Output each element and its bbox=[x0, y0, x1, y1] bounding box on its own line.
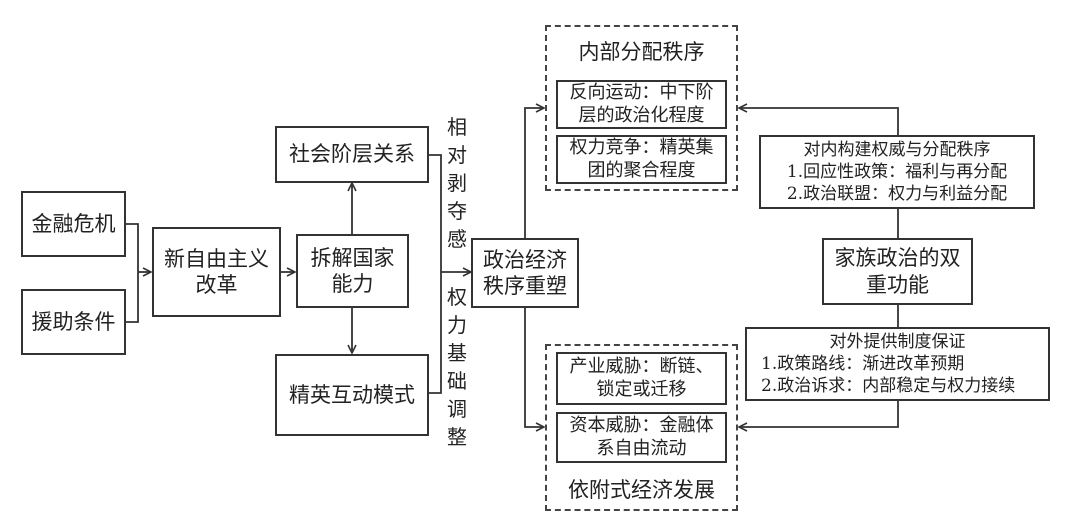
edge-social-bus bbox=[429, 154, 442, 394]
node-label-line: 反向运动：中下阶 bbox=[569, 82, 714, 103]
node-political-economic-reshaping: 政治经济 秩序重塑 bbox=[471, 238, 579, 308]
node-title: 对内构建权威与分配秩序 bbox=[803, 139, 991, 160]
node-label-line: 重功能 bbox=[866, 272, 929, 297]
node-label-line: 锁定或迁移 bbox=[596, 378, 687, 400]
node-label-line: 家族政治的双 bbox=[834, 246, 961, 271]
edge-label-relative-deprivation: 相对剥夺感 bbox=[447, 115, 467, 251]
node-label-line: 改革 bbox=[195, 273, 238, 297]
edge-internal-to-top bbox=[739, 108, 899, 135]
node-neoliberal-reform: 新自由主义 改革 bbox=[152, 227, 281, 317]
node-reverse-movement: 反向运动：中下阶 层的政治化程度 bbox=[556, 80, 727, 129]
node-line: 1.政策路线：渐进改革预期 bbox=[761, 353, 965, 374]
node-internal-authority: 对内构建权威与分配秩序 1.回应性政策：福利与再分配 2.政治联盟：权力与利益分… bbox=[759, 135, 1035, 209]
node-aid-conditions: 援助条件 bbox=[21, 289, 126, 355]
node-label-line: 产业威胁：断链、 bbox=[569, 356, 714, 377]
node-title: 对外提供制度保证 bbox=[829, 331, 966, 352]
node-industrial-threat: 产业威胁：断链、 锁定或迁移 bbox=[556, 352, 727, 405]
node-family-politics-dual-function: 家族政治的双 重功能 bbox=[822, 238, 973, 305]
group-dependent-economic-development bbox=[545, 344, 738, 511]
node-label-line: 能力 bbox=[331, 272, 374, 296]
node-label: 援助条件 bbox=[31, 309, 116, 334]
node-label: 社会阶层关系 bbox=[289, 142, 415, 167]
edge-reshaping-bottom bbox=[524, 308, 544, 427]
node-label-line: 秩序重塑 bbox=[483, 274, 567, 298]
node-label-line: 权力竞争：精英集 bbox=[569, 137, 714, 158]
node-label-line: 拆解国家 bbox=[310, 245, 395, 270]
edge-reshaping-top bbox=[524, 108, 544, 238]
node-financial-crisis: 金融危机 bbox=[21, 191, 126, 257]
node-label: 精英互动模式 bbox=[289, 382, 415, 407]
node-label-line: 资本威胁：金融体 bbox=[569, 415, 714, 436]
node-elite-interaction-mode: 精英互动模式 bbox=[275, 354, 429, 436]
node-label-line: 新自由主义 bbox=[164, 246, 269, 271]
edge-crisis bbox=[126, 223, 139, 323]
node-power-competition: 权力竞争：精英集 团的聚合程度 bbox=[556, 135, 727, 184]
node-line: 1.回应性政策：福利与再分配 bbox=[786, 161, 1008, 182]
node-capital-threat: 资本威胁：金融体 系自由流动 bbox=[556, 412, 727, 463]
node-label-line: 政治经济 bbox=[483, 247, 567, 272]
group-title: 内部分配秩序 bbox=[578, 40, 705, 64]
node-social-class-relations: 社会阶层关系 bbox=[275, 126, 429, 183]
node-external-guarantee: 对外提供制度保证 1.政策路线：渐进改革预期 2.政治诉求：内部稳定与权力接续 bbox=[745, 327, 1050, 401]
edge-label-power-base-adjustment: 权力基础调整 bbox=[447, 285, 467, 449]
node-label-line: 系自由流动 bbox=[596, 437, 687, 459]
node-label: 金融危机 bbox=[31, 211, 116, 236]
group-title: 依附式经济发展 bbox=[568, 478, 715, 502]
group-internal-distribution-order bbox=[545, 25, 738, 191]
node-label-line: 团的聚合程度 bbox=[587, 159, 696, 181]
node-label-line: 层的政治化程度 bbox=[578, 104, 705, 126]
node-dismantle-state-capacity: 拆解国家 能力 bbox=[296, 234, 409, 308]
node-line: 2.政治诉求：内部稳定与权力接续 bbox=[761, 376, 1016, 397]
edge-external-to-bottom bbox=[739, 400, 899, 427]
node-line: 2.政治联盟：权力与利益分配 bbox=[786, 184, 1008, 205]
